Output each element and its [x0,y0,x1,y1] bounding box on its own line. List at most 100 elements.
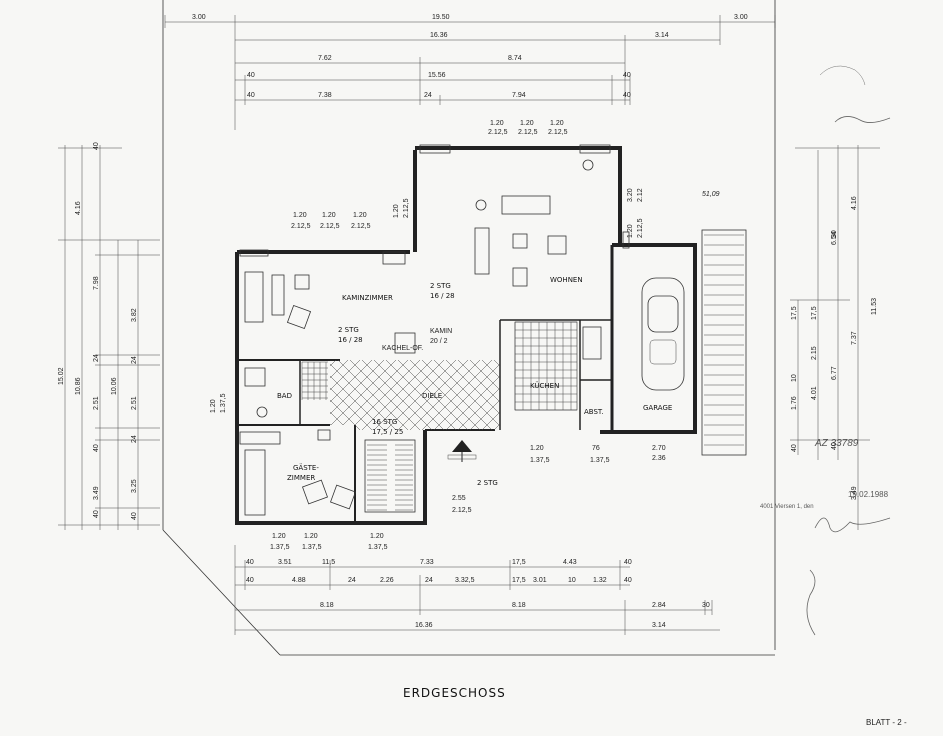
main-staircase [364,439,416,513]
room-gaeste-line2: ZIMMER [287,474,315,482]
tile-line [361,360,433,430]
dim-bot-r1-c: 11,5 [322,559,335,566]
approval-stamp: AZ 33789 4001 Viersen 1, den 19.02.1988 [760,65,891,636]
drawing-title: ERDGESCHOSS [403,686,506,700]
win7-w: 1.20 [393,204,400,218]
tile-line [330,360,349,430]
room-abst: ABST. [584,408,604,416]
top-dimensions: 3.00 19.50 3.00 16.36 3.14 7.62 8.74 40 … [164,14,776,130]
win6-w: 1.20 [353,212,367,219]
tile-line [330,360,349,430]
tile-line [330,360,361,430]
dim-bot-r2-e: 24 [425,577,433,584]
dim-left-c2-c: 4.16 [75,201,82,215]
building-walls [235,146,697,525]
dim-right-c4-b: 2.15 [811,346,818,360]
room-wohnen: WOHNEN [550,276,583,284]
dim-right-c4-a: 17,5 [791,306,798,320]
driveway-ramp [701,229,747,456]
dim-left-c5-a: 3.82 [131,308,138,322]
dim-left-c3-a: 7.98 [93,276,100,290]
dim-left-c4: 10.06 [111,377,118,395]
stair3-ratio: 17,5 / 25 [372,428,403,436]
tile-line [457,360,500,430]
tile-line [506,360,576,430]
left-dimensions: 15.02 10.86 40 4.16 7.98 24 2.51 40 3.49… [58,142,160,530]
dim-right-c4-f: 40 [791,444,798,452]
tile-line [433,360,500,430]
dim-bot-r3-b: 8.18 [512,602,526,609]
stamp-date: 19.02.1988 [848,490,889,499]
dim-right-c2-c: 7.37 [851,331,858,345]
fireplaces [382,251,602,360]
tile-line [445,360,500,430]
dim-top-r4-a: 40 [247,72,255,79]
dim-top-r2-b: 3.14 [655,32,669,39]
win14-w: 1.20 [272,533,286,540]
stair2-count: 2 STG [338,326,359,334]
stair5-ratio: 20 / 2 [430,338,448,345]
dim-right-c3-c: 40 [831,442,838,450]
dim-left-c5-b: 24 [131,356,138,364]
win12-h: 2.36 [652,455,666,462]
win13-w: 2.55 [452,495,466,502]
dim-top-r3-a: 7.62 [318,55,332,62]
dim-bot-r3-d: 30 [702,602,710,609]
dim-top-r5-e: 40 [623,92,631,99]
dim-bot-r2-j: 1.32 [593,577,607,584]
win5-w: 1.20 [322,212,336,219]
dim-bot-r4-b: 3.14 [652,622,666,629]
dim-bot-r2-f: 3.32,5 [455,577,475,584]
dim-right-c1-a: 11.53 [871,298,878,315]
dim-left-c1: 15.02 [58,367,65,385]
tile-line [330,360,361,430]
sheet-frame [162,0,776,656]
tile-line [330,360,385,430]
room-kaminzimmer: KAMINZIMMER [342,294,393,302]
win2-w: 1.20 [520,120,534,127]
tile-line [385,360,457,430]
stair-labels: 2 STG 16 / 28 2 STG 16 / 28 16 STG 17,5 … [338,282,498,487]
garage-car [641,277,685,391]
dim-top-r1-a: 3.00 [192,14,206,21]
dim-bot-r1-f: 4.43 [563,559,577,566]
win15-w: 1.20 [304,533,318,540]
tile-line [518,360,588,430]
win8-w: 1.20 [627,224,634,238]
tile-line [421,360,493,430]
dim-bot-r3-a: 8.18 [320,602,334,609]
win11-h: 1.37,5 [590,457,610,464]
dim-left-c3-d: 40 [93,444,100,452]
win10-w: 1.20 [210,399,217,413]
dim-bot-r3-c: 2.84 [652,602,666,609]
tile-line [397,360,469,430]
bath-tile-grid [301,361,328,400]
dim-bot-r2-h: 3.01 [533,577,547,584]
win4-w: 1.20 [293,212,307,219]
dim-left-c5-f: 40 [131,512,138,520]
bottom-dimensions: 40 3.51 11,5 7.33 17,5 4.43 40 40 4.88 2… [234,545,720,635]
tile-line [337,360,409,430]
win16-h: 1.37,5 [368,544,388,551]
win7-h: 2.12,5 [403,198,410,218]
dim-right-c3-a: 17,5 [811,306,818,320]
dim-right-c3-b: 6.77 [831,366,838,380]
tile-line [506,360,576,430]
pencil-mark [806,569,816,636]
tile-line [349,360,421,430]
dim-left-c5-d: 24 [131,435,138,443]
tile-line [493,360,500,430]
dim-right-c4-d: 1.76 [791,396,798,410]
dim-bot-r1-a: 40 [246,559,254,566]
dim-right-c4-c: 4.01 [811,386,818,400]
win8-h: 2.12,5 [637,218,644,238]
win3-h: 2.12,5 [548,129,568,136]
win5-h: 2.12,5 [320,223,340,230]
dim-left-c5-c: 2.51 [131,396,138,410]
tile-line [373,360,445,430]
dim-bot-r1-b: 3.51 [278,559,292,566]
dim-top-r1-b: 19.50 [432,14,450,21]
window-dimension-labels: 1.20 2.12,5 1.20 2.12,5 1.20 2.12,5 1.20… [210,120,666,551]
